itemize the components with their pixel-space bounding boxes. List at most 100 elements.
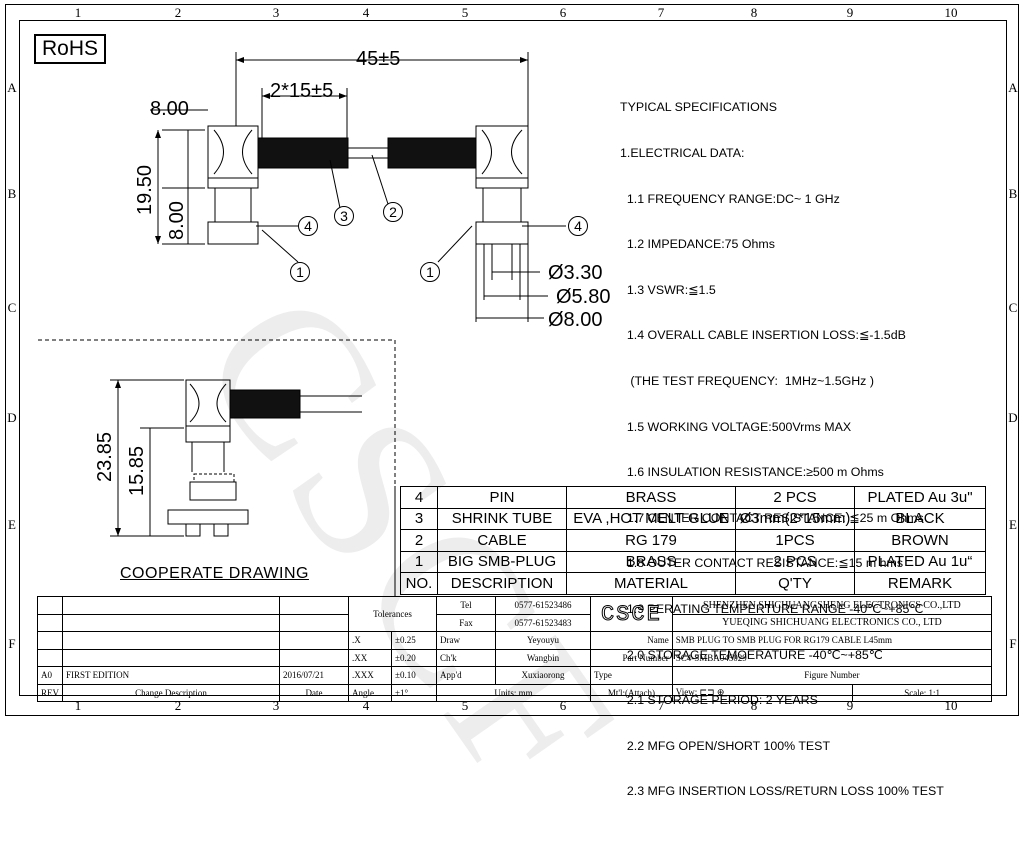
zone-col-label: 3 [272,698,280,713]
tol-xx-value: ±0.20 [391,648,437,667]
type-label: Type [590,666,673,685]
zone-row-label: A [1008,80,1018,95]
bom-cell: BROWN [854,529,986,552]
bom-cell: CABLE [437,529,567,552]
angle-label: Angle [348,683,392,702]
zone-col-label: 4 [362,698,370,713]
dim-height-body: 8.00 [166,201,188,240]
bom-cell: 1 [400,550,438,573]
spec-line: 2.2 MFG OPEN/SHORT 100% TEST [620,738,831,753]
cooperate-drawing-label: COOPERATE DRAWING [120,565,309,582]
bom-row: 4 PIN BRASS 2 PCS PLATED Au 3u" [400,486,986,509]
draw-label: Draw [436,631,496,650]
company-name-1: SHENZHEN SHICHUANGSHENG ELECTRONICS CO.,… [671,596,993,615]
callout-bubble: 1 [420,262,440,282]
bom-cell: Ø3mm(2*15mm) [735,507,855,530]
callout-bubble: 1 [290,262,310,282]
angle-value: ±1° [391,683,437,702]
bom-cell: PLATED Au 3u" [854,486,986,509]
rohs-badge: RoHS [34,34,106,64]
zone-row-label: E [8,517,16,532]
rev-code: A0 [37,666,63,685]
dim-diameter-outer: Ø8.00 [548,309,603,331]
typical-specifications: TYPICAL SPECIFICATIONS 1.ELECTRICAL DATA… [620,70,944,815]
zone-row-label: B [7,186,17,201]
zone-col-label: 9 [846,698,854,713]
zone-col-label: 10 [944,698,958,713]
material-value: Mt'l:(Attach) [590,683,673,702]
dim-side-height-total: 23.85 [94,431,116,482]
bom-cell: BLACK [854,507,986,530]
bom-cell: 2 PCS [735,550,855,573]
appd-label: App'd [436,666,496,685]
projection-symbol-icon: ⊏⊐ ⊕ [699,687,725,698]
zone-row-label: F [8,636,16,651]
bom-row: 1 BIG SMB-PLUG BRASS 2 PCS PLATED Au 1u“ [400,550,986,573]
company-logo: CSCE [590,596,673,632]
callout-bubble: 4 [298,216,318,236]
bom-header-cell: DESCRIPTION [437,572,567,595]
tol-xx-label: .XX [348,648,392,667]
callout-bubble: 4 [568,216,588,236]
tol-xxx-label: .XXX [348,666,392,685]
zone-col-label: 5 [461,698,469,713]
bill-of-materials: 4 PIN BRASS 2 PCS PLATED Au 3u" 3 SHRINK… [400,486,986,595]
tel-label: Tel [436,596,496,615]
zone-row-label: A [7,80,17,95]
title-block-row: A0 FIRST EDITION 2016/07/21 .XXX ±0.10 A… [37,666,993,685]
bom-header-cell: NO. [400,572,438,595]
zone-col-label: 8 [750,5,758,20]
appd-value: Xuxiaorong [495,666,591,685]
title-block-row: .X ±0.25 Draw Yeyouyu Name SMB PLUG TO S… [37,631,993,650]
bom-cell: PIN [437,486,567,509]
view-cell: View: ⊏⊐ ⊕ [671,683,854,702]
zone-col-label: 6 [559,5,567,20]
rev-date: 2016/07/21 [279,666,349,685]
chk-value: Wangbin [495,648,591,667]
spec-line: 1.2 IMPEDANCE:75 Ohms [620,237,775,252]
spec-line: 1.4 OVERALL CABLE INSERTION LOSS:≦-1.5dB [620,328,906,343]
zone-col-label: 9 [846,5,854,20]
bom-cell: 3 [400,507,438,530]
rev-description: FIRST EDITION [62,666,280,685]
zone-col-label: 7 [657,698,665,713]
bom-cell: BIG SMB-PLUG [437,550,567,573]
bom-cell: 4 [400,486,438,509]
bom-cell: 2 PCS [735,486,855,509]
callout-bubble: 2 [383,202,403,222]
title-block-row: Fax 0577-61523483 YUEQING SHICHUANG ELEC… [37,613,993,632]
zone-row-label: C [1008,300,1018,315]
title-block-row: Tolerances Tel 0577-61523486 CSCE SHENZH… [37,596,993,632]
figure-number-label: Figure Number [671,666,993,685]
bom-cell: RG 179 [566,529,736,552]
title-block-row: .XX ±0.20 Ch'k Wangbin Part Number SC4-S… [37,648,993,667]
fax-value: 0577-61523483 [495,613,591,632]
zone-col-label: 2 [174,5,182,20]
zone-col-label: 1 [74,5,82,20]
date-header: Date [279,683,349,702]
zone-col-label: 10 [944,5,958,20]
zone-col-label: 4 [362,5,370,20]
dim-head-width: 8.00 [150,98,189,120]
dim-side-height-body: 15.85 [126,445,148,496]
view-label: View: [675,687,698,698]
spec-line: 2.3 MFG INSERTION LOSS/RETURN LOSS 100% … [620,784,944,799]
units-value: Units: mm [436,683,591,702]
zone-col-label: 6 [559,698,567,713]
zone-row-label: D [7,410,17,425]
title-block: Tolerances Tel 0577-61523486 CSCE SHENZH… [37,596,993,702]
bom-row: 3 SHRINK TUBE EVA ,HOT MELT GLUE Ø3mm(2*… [400,507,986,530]
scale-value: Scale: 1:1 [852,683,992,702]
part-number-value: SC4-SMBA045029 [671,648,993,667]
draw-value: Yeyouyu [495,631,591,650]
tel-value: 0577-61523486 [495,596,591,615]
zone-row-label: B [1008,186,1018,201]
zone-row-label: D [1008,410,1018,425]
spec-line: (THE TEST FREQUENCY: 1MHz~1.5GHz ) [620,373,874,388]
spec-line: 1.ELECTRICAL DATA: [620,146,745,160]
dim-shrink-length: 2*15±5 [270,80,334,102]
zone-col-label: 8 [750,698,758,713]
chk-label: Ch'k [436,648,496,667]
bom-cell: PLATED Au 1u“ [854,550,986,573]
bom-cell: BRASS [566,486,736,509]
